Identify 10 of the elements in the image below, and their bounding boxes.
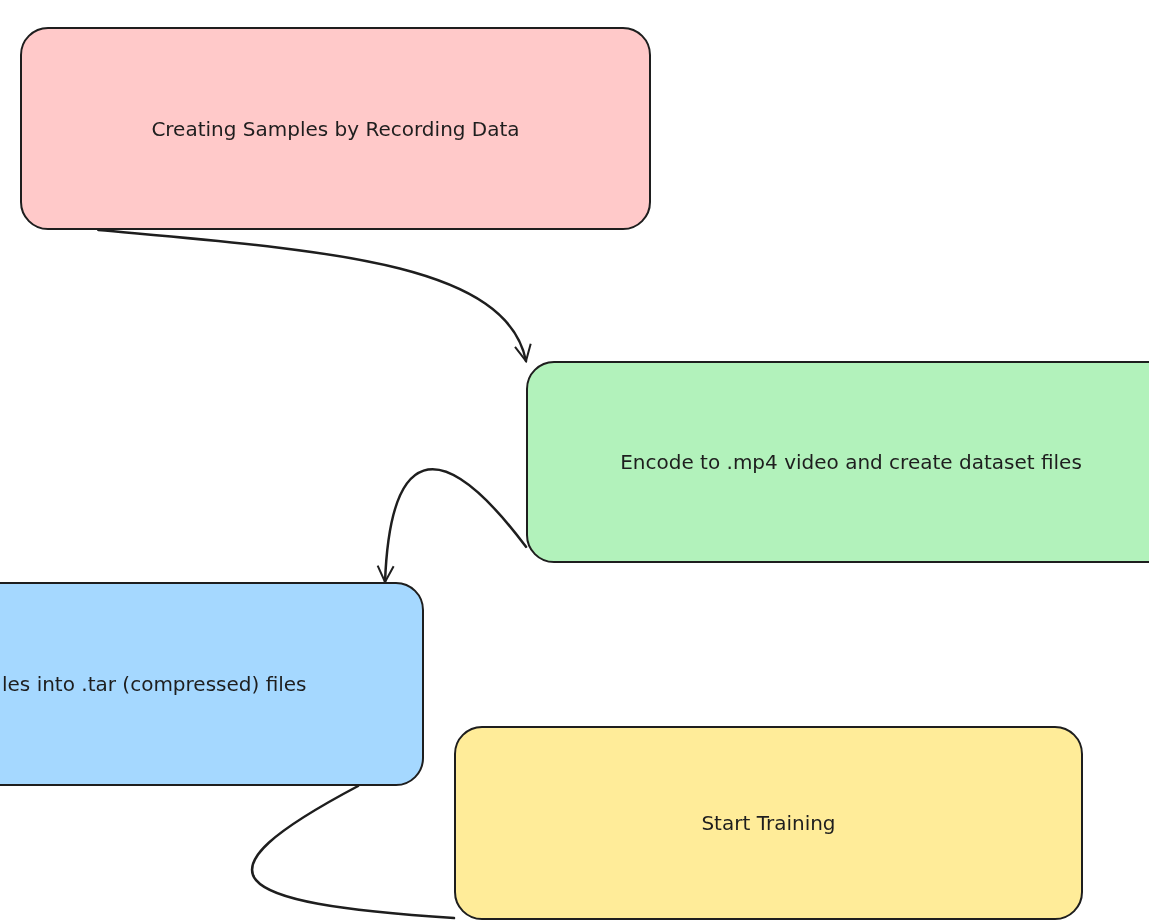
process-box	[454, 726, 1083, 920]
process-box	[0, 582, 424, 786]
arrow	[377, 468, 528, 584]
box-label: Encode to .mp4 video and create dataset files	[620, 449, 1082, 476]
arrow	[97, 228, 530, 363]
process-box	[526, 361, 1149, 563]
box-label: Start Training	[701, 810, 836, 837]
process-box	[20, 27, 651, 230]
box-label: les into .tar (compressed) files	[2, 671, 307, 698]
box-label: Creating Samples by Recording Data	[151, 115, 520, 143]
